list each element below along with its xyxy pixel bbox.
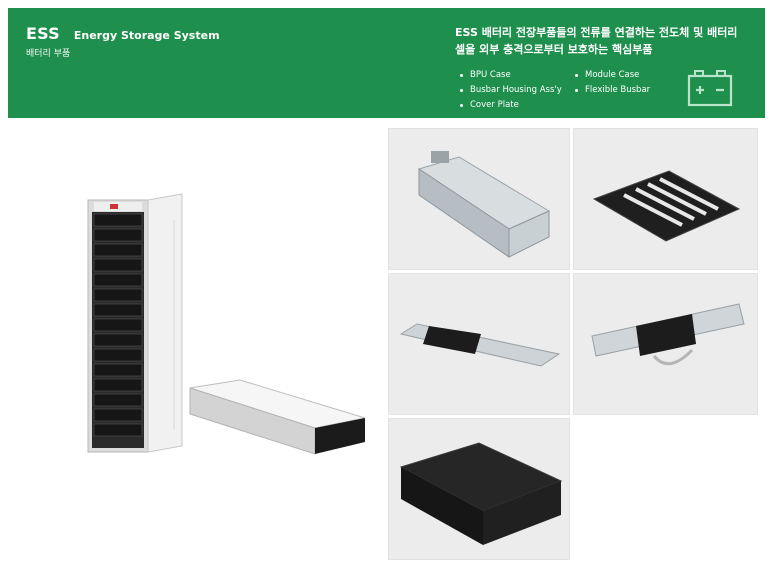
- busbar-housing-photo: [388, 273, 570, 415]
- banner-title: ESS: [26, 24, 60, 43]
- flexible-busbar-photo: [573, 273, 758, 415]
- product-item: Module Case: [575, 68, 690, 83]
- product-list: BPU Case Module Case Busbar Housing Ass'…: [460, 68, 690, 113]
- banner-title-en: Energy Storage System: [73, 29, 220, 42]
- banner-description: ESS 배터리 전장부품들의 전류를 연결하는 전도체 및 배터리 셀을 외부 …: [455, 24, 755, 58]
- description-line-1: ESS 배터리 전장부품들의 전류를 연결하는 전도체 및 배터리: [455, 26, 738, 39]
- battery-icon: [687, 70, 733, 107]
- product-banner: ESS Energy Storage System 배터리 부품 ESS 배터리…: [8, 8, 765, 118]
- description-line-2: 셀을 외부 충격으로부터 보호하는 핵심부품: [455, 43, 653, 56]
- ess-rack-image: [87, 193, 366, 455]
- product-item: Cover Plate: [460, 98, 575, 113]
- banner-title-row: ESS Energy Storage System: [26, 24, 220, 43]
- product-item: Busbar Housing Ass'y: [460, 83, 575, 98]
- cover-plate-photo: [388, 418, 570, 560]
- product-item: Flexible Busbar: [575, 83, 690, 98]
- product-item: BPU Case: [460, 68, 575, 83]
- module-case-photo: [573, 128, 758, 270]
- bpu-case-photo: [388, 128, 570, 270]
- banner-subtitle: 배터리 부품: [26, 49, 71, 59]
